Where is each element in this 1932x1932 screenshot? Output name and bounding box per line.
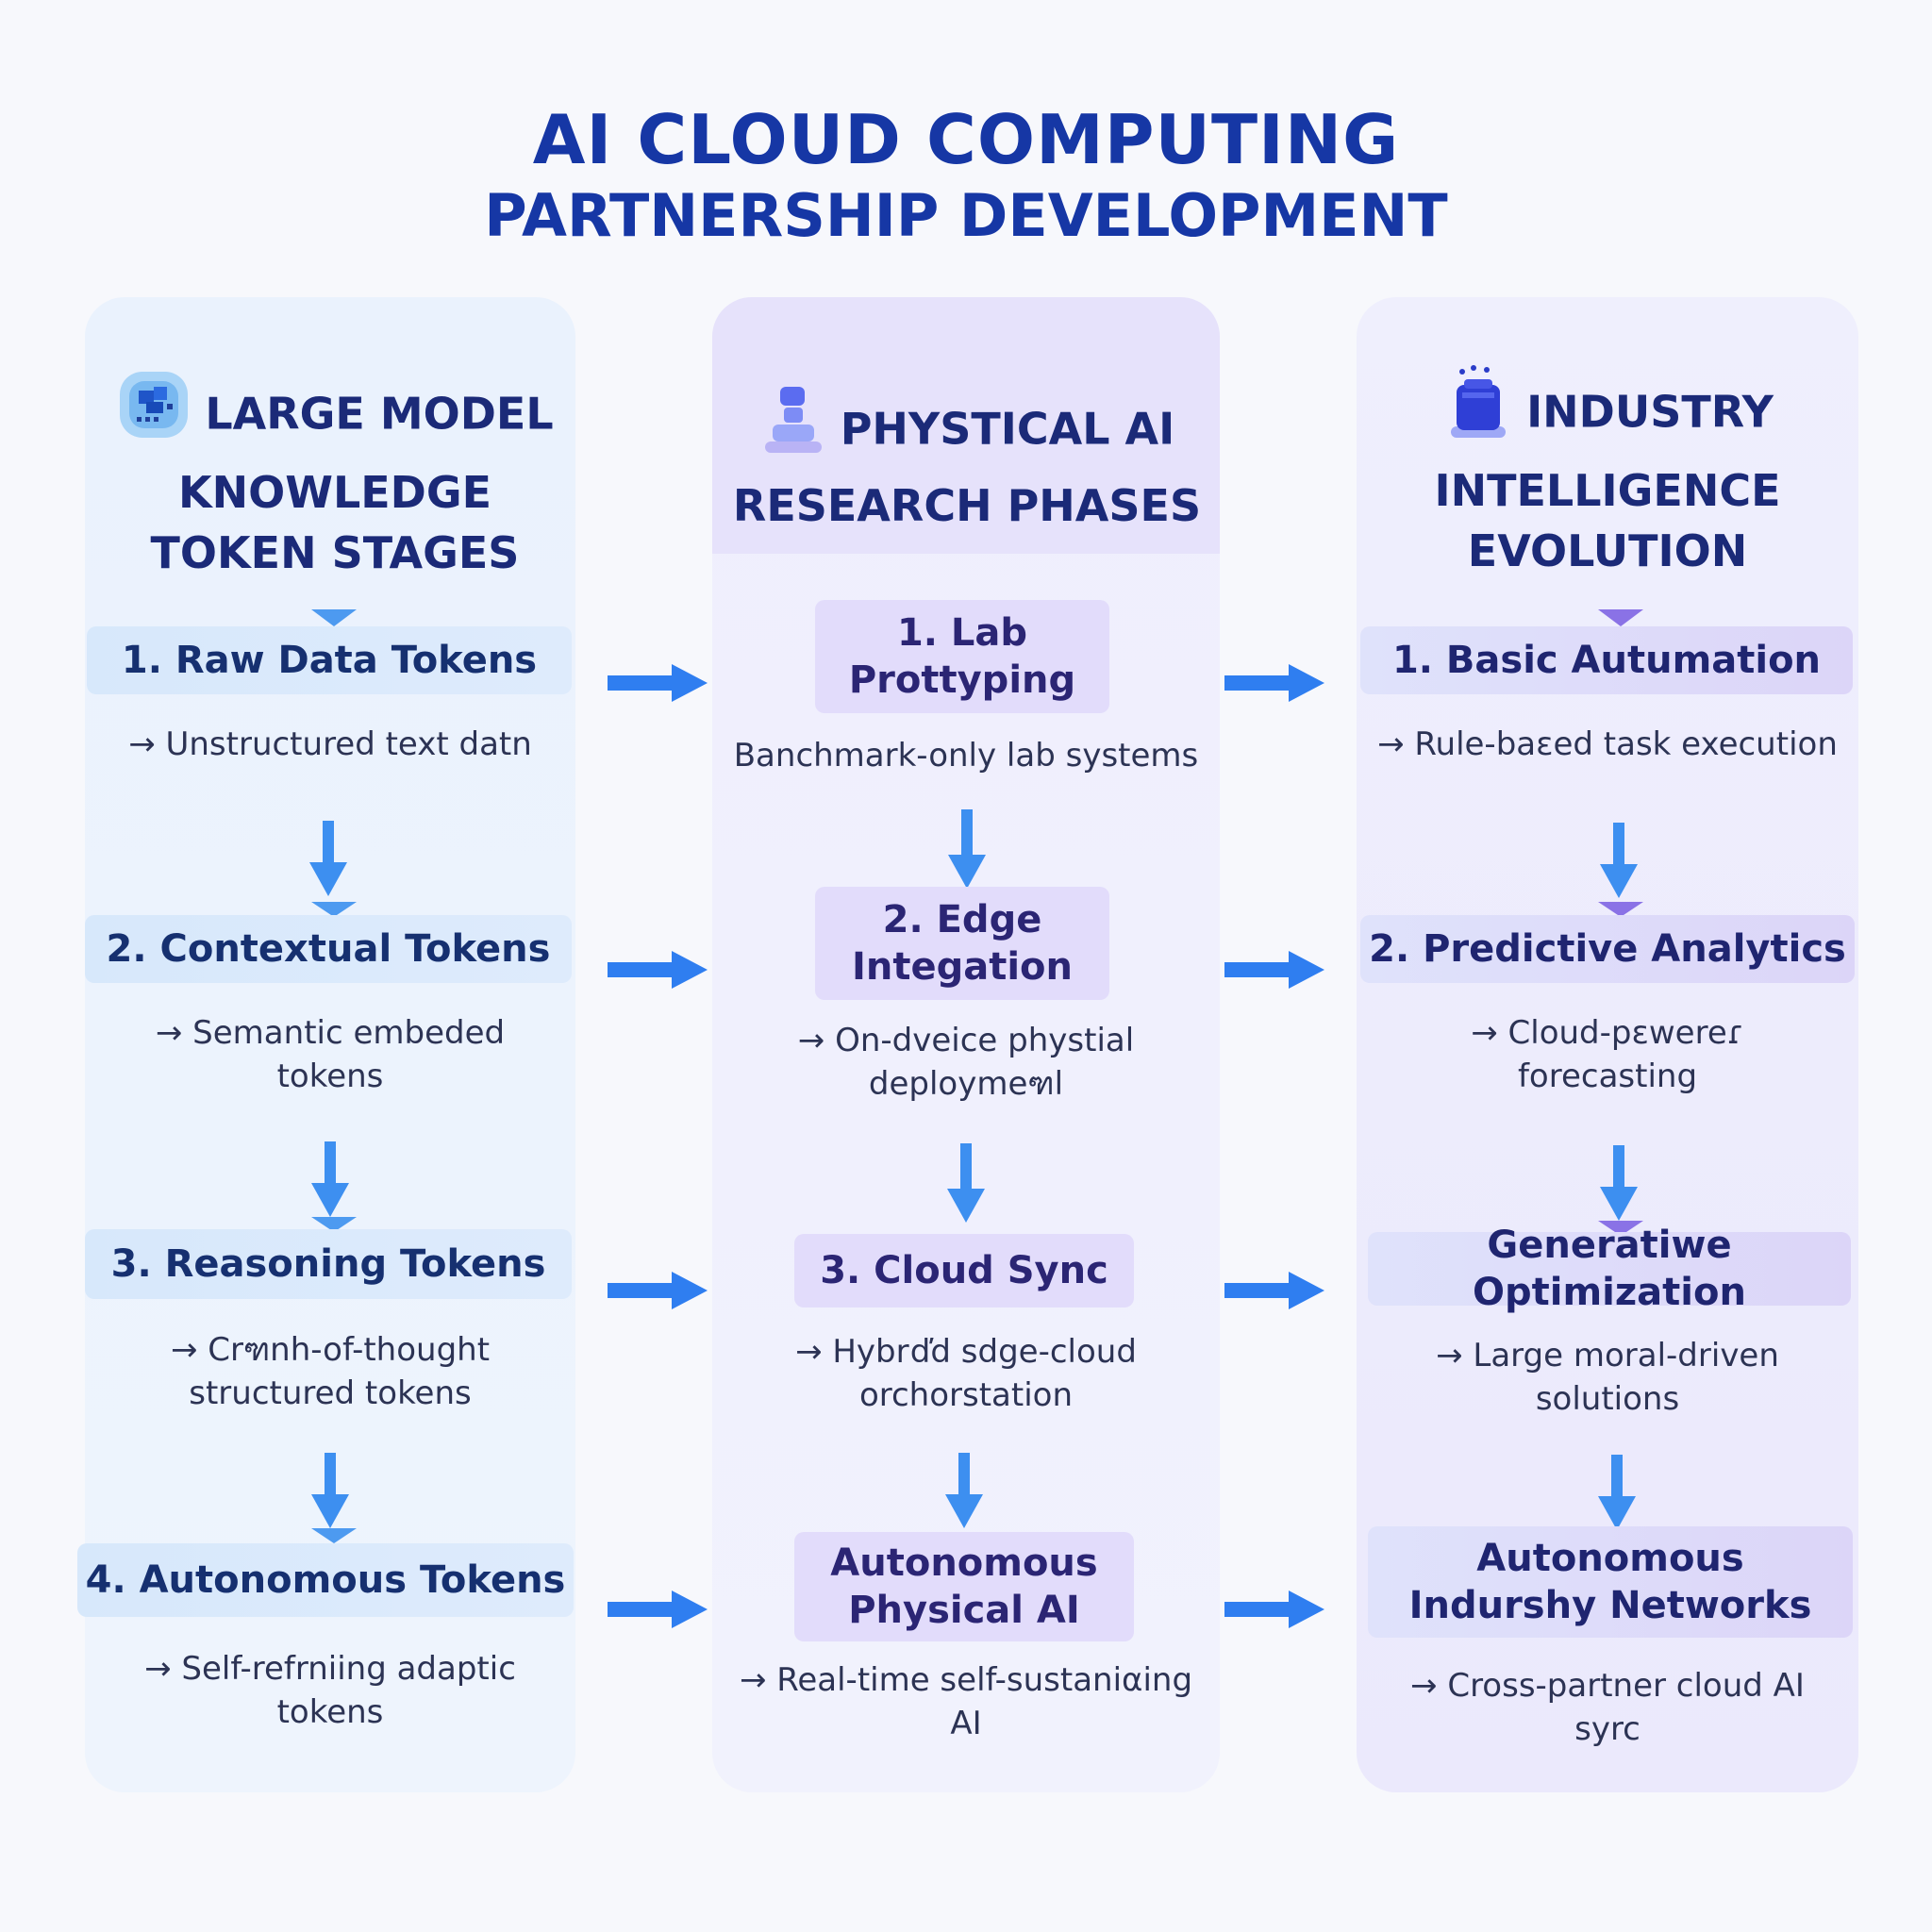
stage-cloud-sync: 3. Cloud Sync [794, 1234, 1134, 1307]
down-arrow [947, 1143, 985, 1223]
right-arrow [608, 1272, 708, 1309]
notch-marker [1598, 1221, 1643, 1236]
right-arrow [1224, 951, 1324, 989]
chip-cube-icon [116, 366, 192, 457]
page-title: AI CLOUD COMPUTING PARTNERSHIP DEVELOPME… [0, 106, 1932, 245]
title-line-2: PARTNERSHIP DEVELOPMENT [484, 181, 1448, 250]
down-arrow [1600, 1145, 1638, 1221]
heading-line: TOKEN STAGES [150, 527, 520, 578]
right-arrow [608, 664, 708, 702]
heading-line: KNOWLEDGE [177, 467, 492, 518]
factory-icon [1441, 364, 1513, 455]
stage-description: → Rule-baεed task execution [1377, 725, 1838, 763]
column-heading-industry: INDUSTRY INTELLIGENCE EVOLUTION [1366, 365, 1849, 581]
notch-marker [1598, 609, 1643, 626]
column-heading-physical-ai: PHYSTICAL AI RESEARCH PHASES [722, 387, 1212, 536]
right-arrow [608, 1591, 708, 1628]
right-arrow [1224, 1272, 1324, 1309]
right-arrow [1224, 664, 1324, 702]
right-arrow [608, 951, 708, 989]
stage-description: → Unstructured text datn [128, 725, 532, 763]
stage-raw-data-tokens: 1. Raw Data Tokens [87, 626, 572, 694]
notch-marker [311, 1217, 357, 1232]
stage-generative-optimization: Generatiwe Optimization [1368, 1224, 1851, 1314]
stage-contextual-tokens: 2. Contextual Tokens [85, 915, 572, 983]
down-arrow [311, 1453, 349, 1528]
heading-line: INTELLIGENCE [1434, 465, 1781, 516]
notch-marker [311, 609, 357, 626]
notch-marker [1598, 902, 1643, 917]
stage-predictive-analytics: 2. Predictive Analytics [1360, 915, 1855, 983]
robot-icon [759, 383, 827, 470]
heading-line: INDUSTRY [1526, 386, 1774, 438]
notch-marker [311, 902, 357, 917]
stage-description: Banchmark-only lab systems [733, 737, 1199, 774]
stage-autonomous-tokens: 4. Autonomous Tokens [77, 1543, 574, 1617]
stage-basic-automation: 1. Basic Autumation [1360, 626, 1853, 694]
down-arrow [1600, 823, 1638, 898]
heading-line: LARGE MODEL [205, 388, 554, 440]
heading-line: EVOLUTION [1467, 525, 1748, 576]
down-arrow [311, 1141, 349, 1217]
heading-line: PHYSTICAL AI [840, 403, 1175, 455]
down-arrow [309, 821, 347, 896]
title-line-1: AI CLOUD COMPUTING [532, 100, 1400, 179]
down-arrow [945, 1453, 983, 1528]
column-panel-token-stages [85, 297, 575, 1792]
right-arrow [1224, 1591, 1324, 1628]
notch-marker [311, 1528, 357, 1543]
column-heading-token-stages: LARGE MODEL KNOWLEDGE TOKEN STAGES [104, 372, 566, 583]
down-arrow [948, 809, 986, 889]
stage-reasoning-tokens: 3. Reasoning Tokens [85, 1229, 572, 1299]
down-arrow [1598, 1455, 1636, 1530]
heading-line: RESEARCH PHASES [732, 480, 1202, 531]
